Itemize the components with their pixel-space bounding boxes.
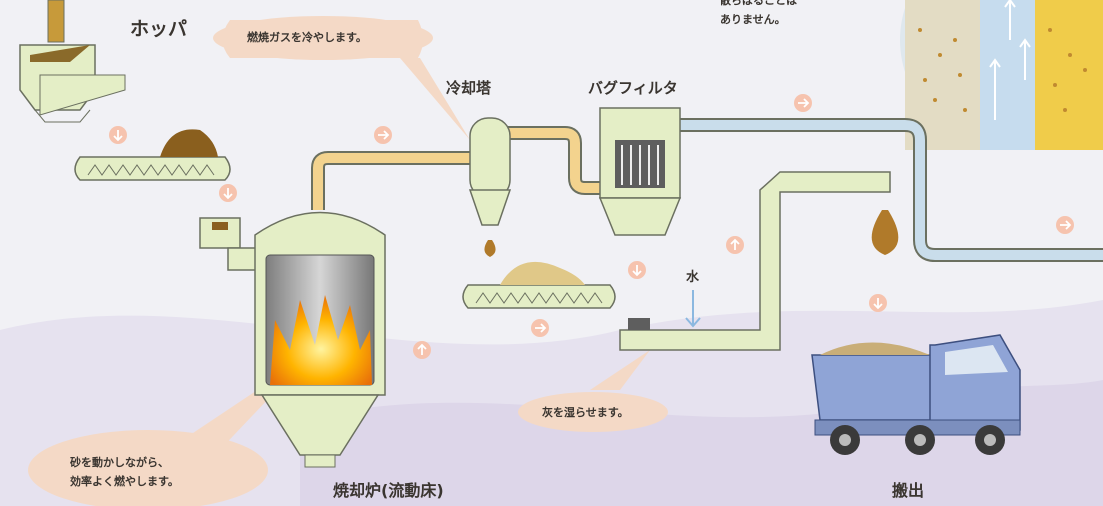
bag-filter (598, 107, 682, 236)
speech-bubble-sand (28, 430, 268, 506)
cool-gas-bubble-text: 燃焼ガスを冷やします。 (247, 31, 367, 44)
cooling-tower (468, 117, 512, 257)
conveyor-ash (462, 261, 616, 309)
wet-ash-bubble-text: 灰を湿らせます。 (542, 406, 629, 419)
conveyor-feed (74, 129, 231, 181)
gas-pipe (508, 126, 600, 195)
gas-pipe (508, 128, 600, 193)
gas-pipe (313, 153, 472, 210)
clean-gas-pipe (680, 120, 1103, 260)
incinerator (254, 211, 386, 468)
hopper-label: ホッパ (130, 18, 188, 40)
truck (811, 334, 1021, 455)
speech-bubble-cool-gas (213, 16, 433, 60)
gas-pipe (311, 151, 472, 210)
carry-out-label: 搬出 (892, 481, 925, 500)
top-note-line2: ありません。 (720, 13, 786, 26)
speech-bubble-wet-ash (590, 350, 650, 390)
flow-arrow-heads (113, 98, 1072, 355)
sand-bubble-text: 砂を動かしながら、 効率よく燃やします。 (70, 453, 179, 491)
water-label: 水 (686, 270, 700, 285)
cooling-tower-label: 冷却塔 (446, 79, 492, 97)
ash-humidifier (619, 171, 899, 351)
incinerator-label: 焼却炉(流動床) (333, 481, 444, 500)
speech-bubble-wet-ash (518, 392, 668, 432)
top-note: 散らばることは ありません。 (720, 0, 797, 29)
bag-filter-inset-circle (900, 0, 1103, 150)
bag-filter-label: バグフィルタ (588, 79, 678, 97)
sand-bubble-line2: 効率よく燃やします。 (70, 475, 179, 488)
top-note-line1: 散らばることは (720, 0, 797, 7)
hopper (19, 0, 126, 123)
sand-bubble-line1: 砂を動かしながら、 (70, 456, 169, 469)
